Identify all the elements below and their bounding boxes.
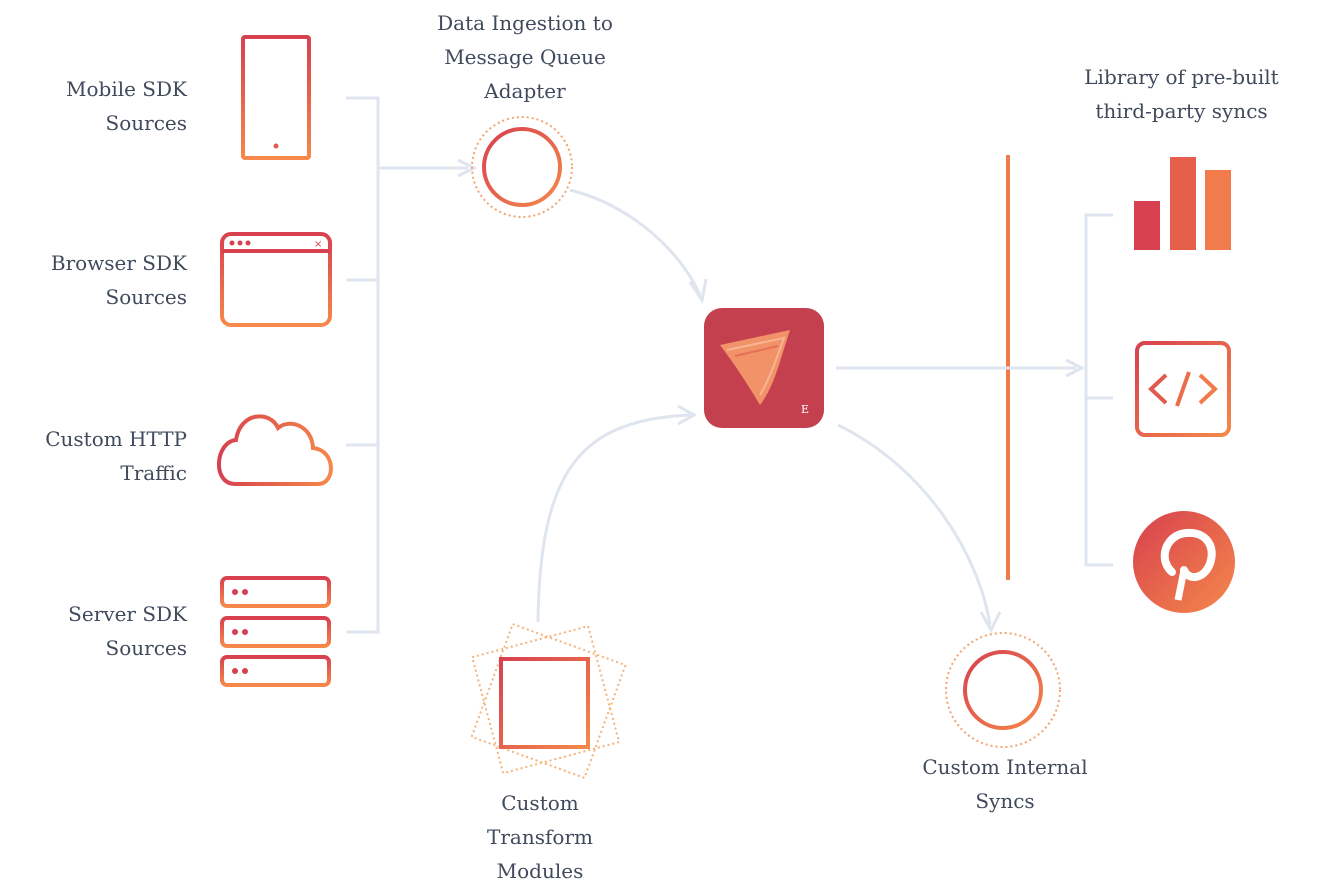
- pinterest-icon: [1133, 511, 1235, 613]
- ingestion-node: [471, 116, 573, 218]
- transform-module-icon: [470, 622, 627, 780]
- syncs-bracket: [836, 213, 1113, 567]
- server-lights: [232, 589, 248, 674]
- code-brackets-icon: [1135, 341, 1231, 437]
- mobile-phone-icon: [241, 35, 311, 160]
- svg-text:×: ×: [314, 239, 322, 250]
- pipeline-logo-icon: E: [704, 308, 824, 428]
- server-stack-icon: [220, 576, 331, 687]
- bar-chart-icon: [1134, 157, 1231, 250]
- hub-badge: E: [801, 403, 809, 416]
- sources-bracket: [346, 96, 478, 634]
- browser-window-icon: ×: [220, 232, 332, 327]
- flow-arrows: [536, 188, 1002, 634]
- processing-box: [516, 153, 1010, 582]
- cloud-icon: [217, 414, 333, 486]
- internal-sync-node: [945, 632, 1061, 748]
